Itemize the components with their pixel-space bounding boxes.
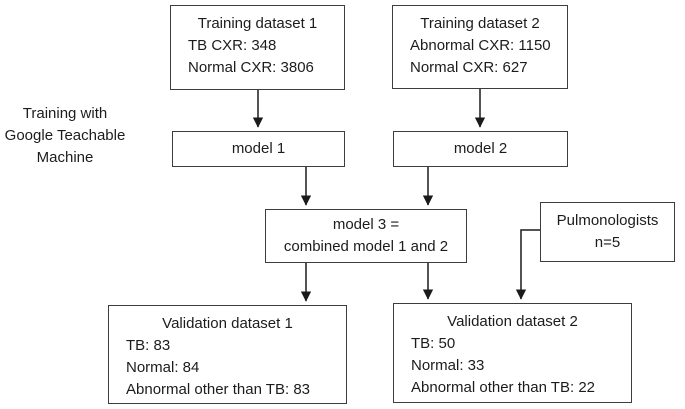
box-line: combined model 1 and 2 <box>283 238 449 255</box>
box-title: Training dataset 2 <box>420 15 540 32</box>
box-line: Abnormal other than TB: 83 <box>126 381 310 398</box>
side-label-training-method: Training with Google Teachable Machine <box>0 103 130 169</box>
box-title: Validation dataset 1 <box>162 315 293 332</box>
validation-dataset-1-box: Validation dataset 1 TB: 83 Normal: 84 A… <box>108 305 347 404</box>
box-line: Pulmonologists <box>556 212 659 229</box>
box-line: n=5 <box>594 234 621 251</box>
side-label-line: Google Teachable <box>4 127 126 144</box>
training-dataset-2-box: Training dataset 2 Abnormal CXR: 1150 No… <box>392 5 568 89</box>
box-title: Training dataset 1 <box>197 15 318 32</box>
box-line: Normal CXR: 627 <box>410 59 528 76</box>
validation-dataset-2-box: Validation dataset 2 TB: 50 Normal: 33 A… <box>393 303 632 403</box>
side-label-line: Machine <box>36 149 94 166</box>
training-dataset-1-box: Training dataset 1 TB CXR: 348 Normal CX… <box>170 5 345 90</box>
model-3-box: model 3 = combined model 1 and 2 <box>265 209 467 263</box>
box-line: TB CXR: 348 <box>188 37 277 54</box>
box-line: Normal: 84 <box>126 359 200 376</box>
box-title: model 1 <box>231 140 286 157</box>
model-2-box: model 2 <box>393 131 568 167</box>
pulmonologists-box: Pulmonologists n=5 <box>540 202 675 262</box>
box-line: model 3 = <box>332 216 400 233</box>
box-line: Normal CXR: 3806 <box>188 59 314 76</box>
box-line: Abnormal other than TB: 22 <box>411 379 595 396</box>
box-title: model 2 <box>453 140 508 157</box>
model-1-box: model 1 <box>172 131 345 167</box>
box-line: Normal: 33 <box>411 357 485 374</box>
box-line: Abnormal CXR: 1150 <box>410 37 551 54</box>
box-line: TB: 50 <box>411 335 456 352</box>
side-label-line: Training with <box>22 105 108 122</box>
box-title: Validation dataset 2 <box>447 313 578 330</box>
box-line: TB: 83 <box>126 337 171 354</box>
